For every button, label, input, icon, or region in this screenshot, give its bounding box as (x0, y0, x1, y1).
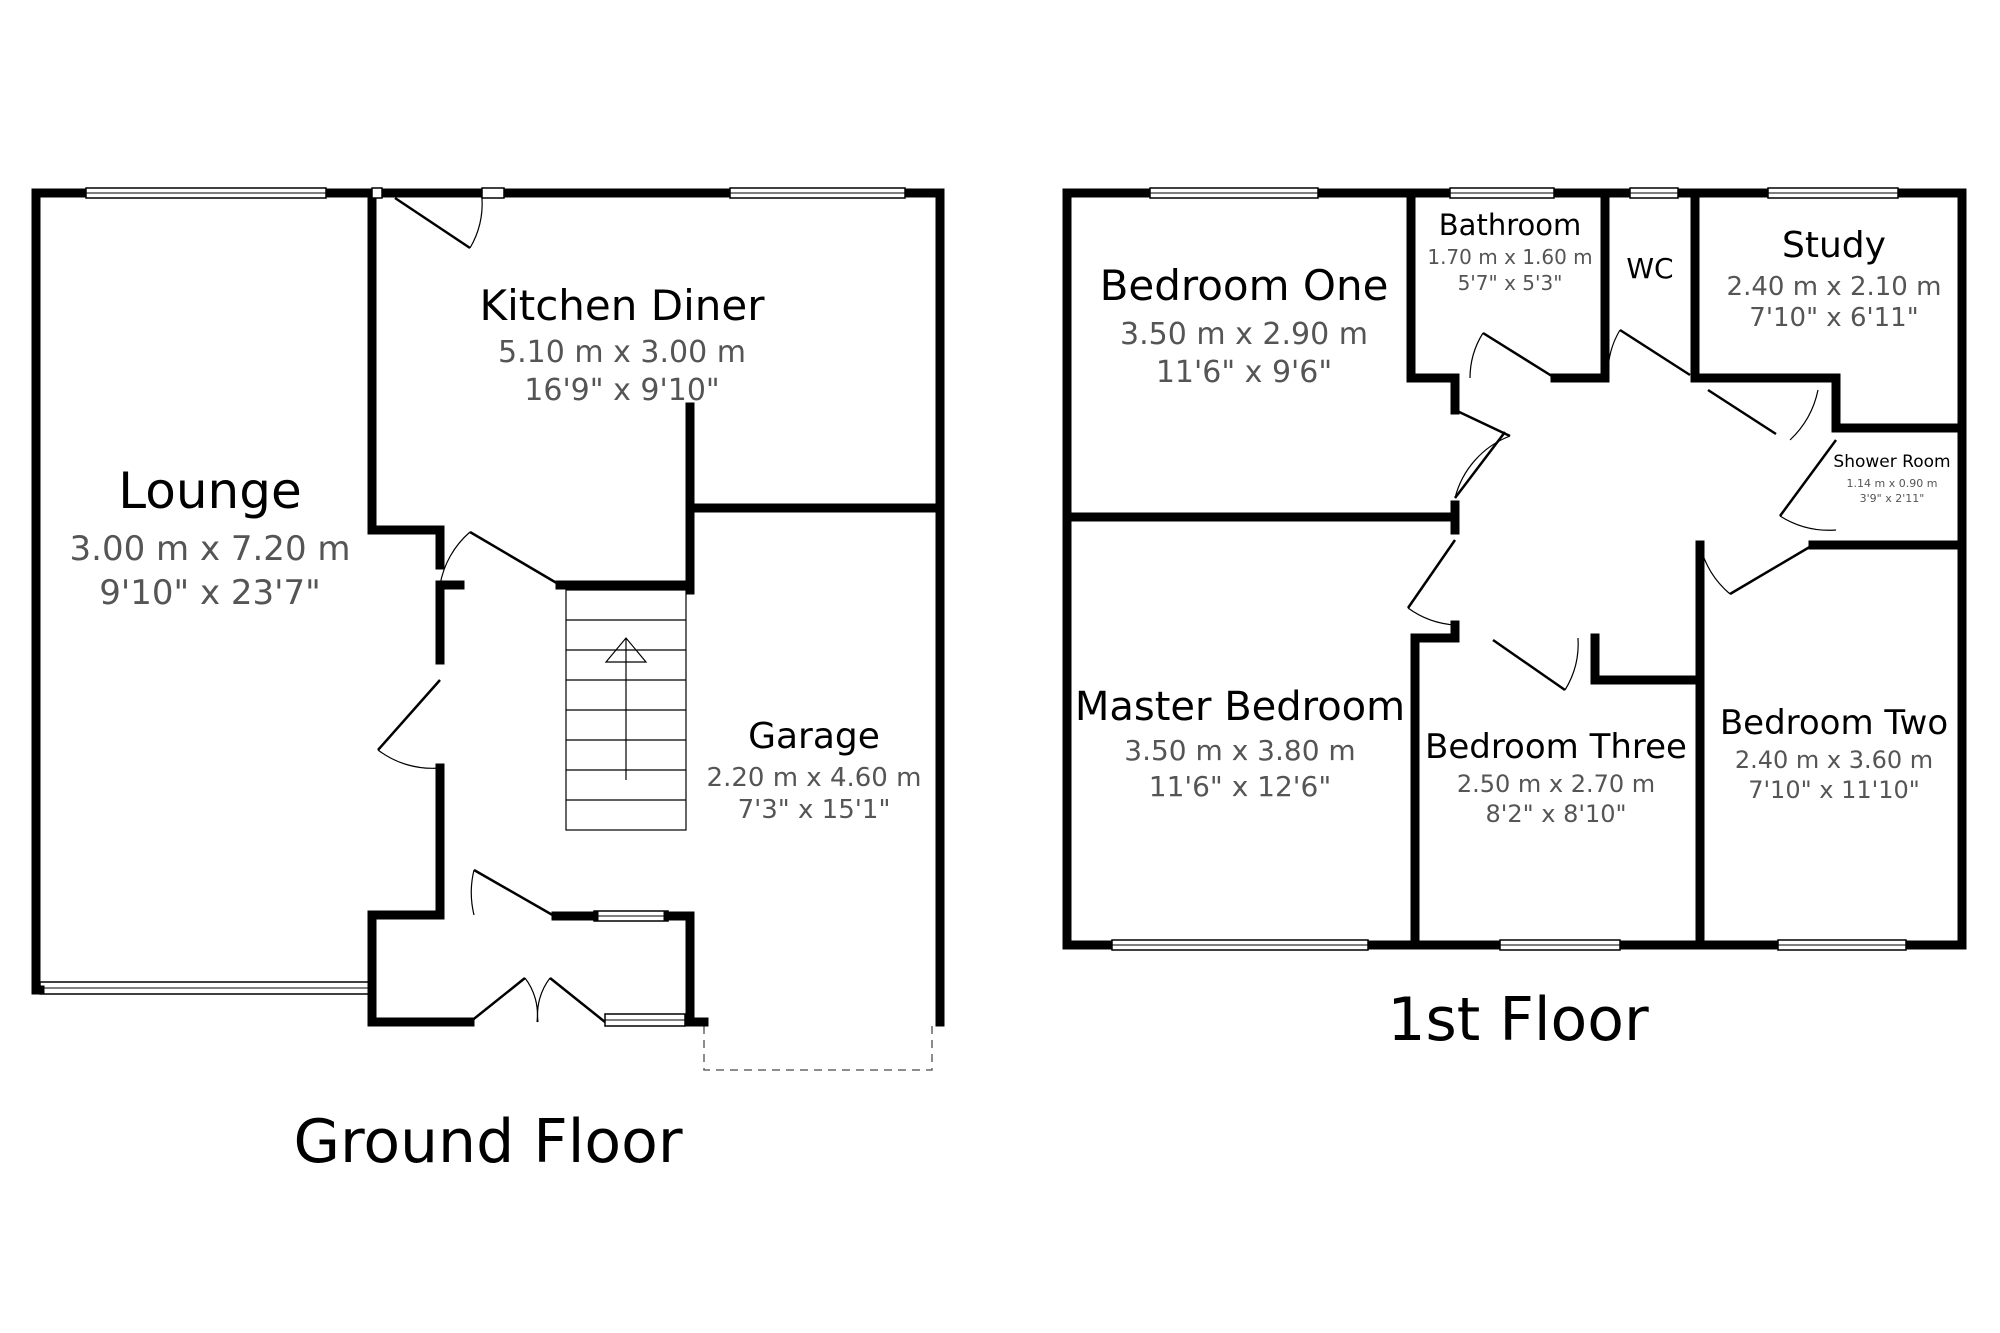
room-metric-master-bedroom: 3.50 m x 3.80 m (1124, 734, 1355, 767)
staircase (565, 589, 687, 831)
garage-door-outline (703, 1026, 933, 1071)
room-imperial-lounge: 9'10" x 23'7" (99, 573, 321, 613)
room-metric-bedroom-three: 2.50 m x 2.70 m (1457, 770, 1655, 798)
room-name-shower-room: Shower Room (1833, 452, 1950, 472)
room-imperial-shower-room: 3'9" x 2'11" (1860, 492, 1925, 505)
room-metric-kitchen-diner: 5.10 m x 3.00 m (498, 335, 746, 370)
room-name-study: Study (1782, 225, 1886, 266)
room-name-master-bedroom: Master Bedroom (1075, 684, 1405, 730)
room-imperial-bathroom: 5'7" x 5'3" (1458, 271, 1563, 295)
room-name-garage: Garage (748, 716, 880, 757)
room-metric-garage: 2.20 m x 4.60 m (707, 763, 922, 793)
room-name-bedroom-one: Bedroom One (1100, 261, 1389, 310)
room-metric-bedroom-two: 2.40 m x 3.60 m (1735, 746, 1933, 774)
room-metric-bathroom: 1.70 m x 1.60 m (1427, 245, 1592, 269)
floor-title-first: 1st Floor (1387, 985, 1649, 1055)
room-metric-study: 2.40 m x 2.10 m (1727, 272, 1942, 302)
floor-title-ground: Ground Floor (293, 1107, 682, 1177)
room-metric-bedroom-one: 3.50 m x 2.90 m (1120, 317, 1368, 352)
room-name-bathroom: Bathroom (1439, 208, 1581, 242)
kitchen-back-door (394, 196, 471, 250)
room-imperial-bedroom-one: 11'6" x 9'6" (1156, 355, 1332, 390)
kitchen-walls (367, 188, 945, 1027)
room-imperial-bedroom-two: 7'10" x 11'10" (1748, 776, 1920, 804)
room-imperial-garage: 7'3" x 15'1" (738, 795, 891, 825)
room-imperial-master-bedroom: 11'6" x 12'6" (1149, 770, 1331, 803)
room-name-wc: WC (1626, 252, 1673, 285)
room-imperial-bedroom-three: 8'2" x 8'10" (1485, 800, 1626, 828)
ground-floor-plan: Lounge 3.00 m x 7.20 m 9'10" x 23'7" Kit… (31, 187, 945, 1177)
room-name-bedroom-three: Bedroom Three (1425, 727, 1687, 767)
room-name-lounge: Lounge (118, 462, 301, 520)
room-name-kitchen-diner: Kitchen Diner (480, 281, 766, 330)
room-name-bedroom-two: Bedroom Two (1720, 703, 1948, 743)
room-imperial-kitchen-diner: 16'9" x 9'10" (524, 373, 719, 408)
room-imperial-study: 7'10" x 6'11" (1749, 303, 1918, 333)
room-metric-shower-room: 1.14 m x 0.90 m (1847, 477, 1938, 490)
room-metric-lounge: 3.00 m x 7.20 m (70, 529, 351, 569)
first-floor-plan: Bedroom One 3.50 m x 2.90 m 11'6" x 9'6"… (1062, 187, 1967, 1055)
